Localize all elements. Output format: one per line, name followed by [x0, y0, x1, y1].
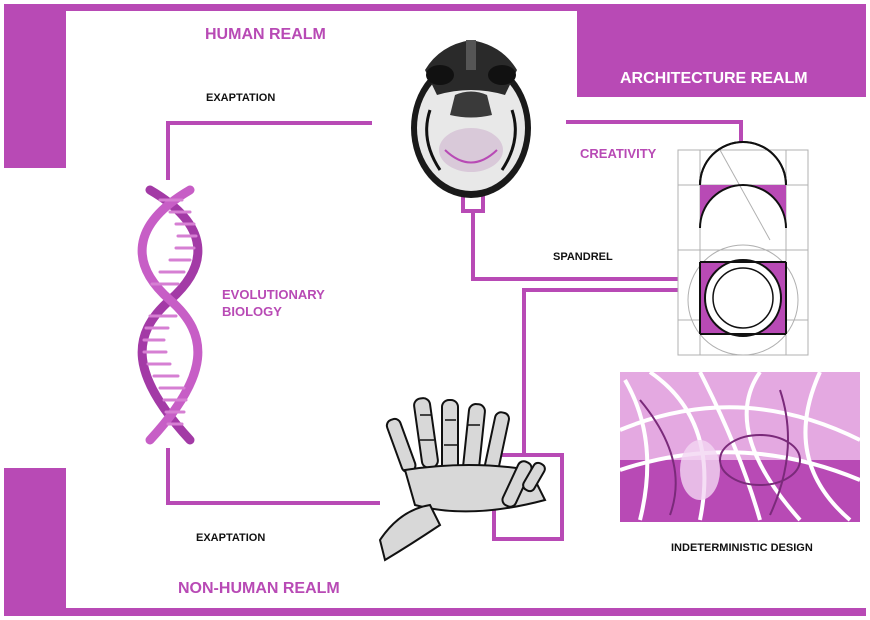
biology-label: BIOLOGY — [222, 304, 282, 319]
dna-helix-icon — [142, 190, 198, 440]
spandrel-label: SPANDREL — [553, 251, 613, 263]
exaptation-bottom-label: EXAPTATION — [196, 532, 265, 544]
creativity-label: CREATIVITY — [580, 146, 656, 161]
connector-spandrel — [473, 210, 678, 279]
top-left-band — [4, 4, 66, 168]
skull-icon — [411, 40, 531, 198]
hand-bones-icon — [380, 397, 547, 560]
top-band — [4, 4, 584, 11]
exaptation-top-label: EXAPTATION — [206, 92, 275, 104]
bottom-left-band — [4, 468, 66, 616]
connector-exaptation-top — [168, 123, 372, 180]
connector-exaptation-bottom — [168, 448, 380, 503]
human-realm-label: HUMAN REALM — [205, 26, 326, 44]
organic-design-icon — [620, 372, 860, 522]
connector-creativity — [566, 122, 741, 142]
arch-geometry-icon — [678, 142, 808, 355]
evolutionary-label: EVOLUTIONARY — [222, 287, 325, 302]
bottom-band — [4, 608, 866, 616]
indeterministic-design-label: INDETERMINISTIC DESIGN — [671, 542, 813, 554]
non-human-realm-label: NON-HUMAN REALM — [178, 580, 340, 598]
architecture-realm-label: ARCHITECTURE REALM — [620, 70, 808, 88]
